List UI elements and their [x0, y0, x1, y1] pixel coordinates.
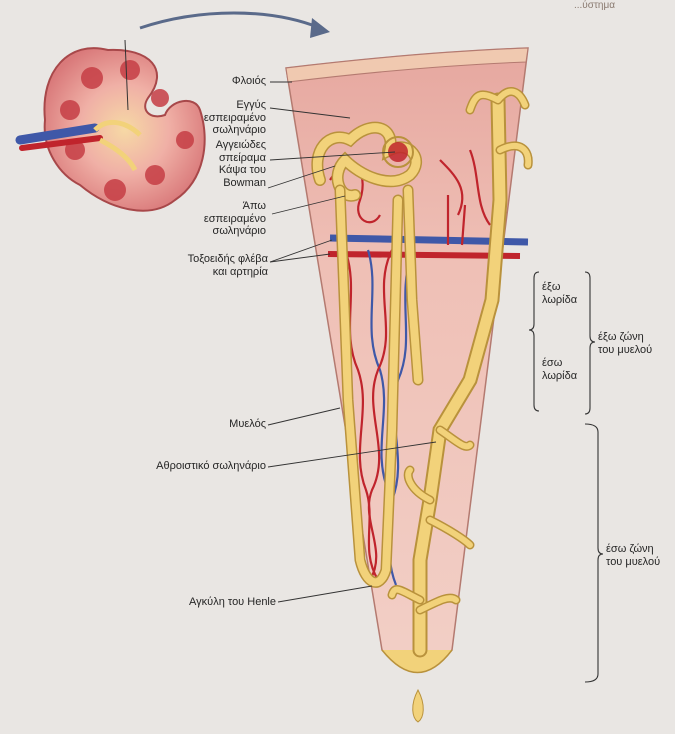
label-outer-stripe-line1: έξω — [542, 281, 586, 294]
label-outer-stripe-line2: λωρίδα — [542, 294, 586, 307]
zone-brackets — [529, 272, 603, 682]
label-glomerulus: Αγγειώδες σπείραμα — [196, 139, 266, 164]
label-distal-tubule-line3: σωληνάριο — [196, 225, 266, 238]
label-distal-tubule-line1: Άπω — [196, 200, 266, 213]
label-inner-stripe: έσω λωρίδα — [542, 357, 586, 382]
label-outer-stripe: έξω λωρίδα — [542, 281, 586, 306]
label-inner-stripe-line1: έσω — [542, 357, 586, 370]
label-glomerulus-line2: σπείραμα — [196, 152, 266, 165]
label-inner-medulla-zone: έσω ζώνη του μυελού — [606, 543, 674, 568]
label-loop-of-henle-text: Αγκύλη του Henle — [130, 596, 276, 609]
label-inner-zone-line1: έσω ζώνη — [606, 543, 674, 556]
kidney-icon — [20, 40, 205, 211]
label-proximal-tubule: Εγγύς εσπειραμένο σωληνάριο — [196, 99, 266, 137]
label-outer-zone-line1: έξω ζώνη — [598, 331, 672, 344]
label-cortex-text: Φλοιός — [210, 75, 266, 88]
label-medulla-text: Μυελός — [190, 418, 266, 431]
label-collecting-duct: Αθροιστικό σωληνάριο — [110, 460, 266, 473]
zoom-arrow-icon — [140, 13, 330, 38]
label-medulla: Μυελός — [190, 418, 266, 431]
label-proximal-tubule-line2: εσπειραμένο — [196, 112, 266, 125]
label-outer-zone-line2: του μυελού — [598, 344, 672, 357]
label-inner-zone-line2: του μυελού — [606, 556, 674, 569]
label-collecting-duct-text: Αθροιστικό σωληνάριο — [110, 460, 266, 473]
label-arcuate-vessels: Τοξοειδής φλέβα και αρτηρία — [176, 253, 268, 278]
label-bowman-line1: Κάψα του — [196, 164, 266, 177]
label-arcuate-line1: Τοξοειδής φλέβα — [176, 253, 268, 266]
label-arcuate-line2: και αρτηρία — [176, 266, 268, 279]
label-cortex: Φλοιός — [210, 75, 266, 88]
label-proximal-tubule-line1: Εγγύς — [196, 99, 266, 112]
label-outer-medulla-zone: έξω ζώνη του μυελού — [598, 331, 672, 356]
label-glomerulus-line1: Αγγειώδες — [196, 139, 266, 152]
label-loop-of-henle: Αγκύλη του Henle — [130, 596, 276, 609]
label-bowman-capsule: Κάψα του Bowman — [196, 164, 266, 189]
label-inner-stripe-line2: λωρίδα — [542, 370, 586, 383]
label-bowman-line2: Bowman — [196, 177, 266, 190]
label-distal-tubule: Άπω εσπειραμένο σωληνάριο — [196, 200, 266, 238]
label-distal-tubule-line2: εσπειραμένο — [196, 213, 266, 226]
label-proximal-tubule-line3: σωληνάριο — [196, 124, 266, 137]
